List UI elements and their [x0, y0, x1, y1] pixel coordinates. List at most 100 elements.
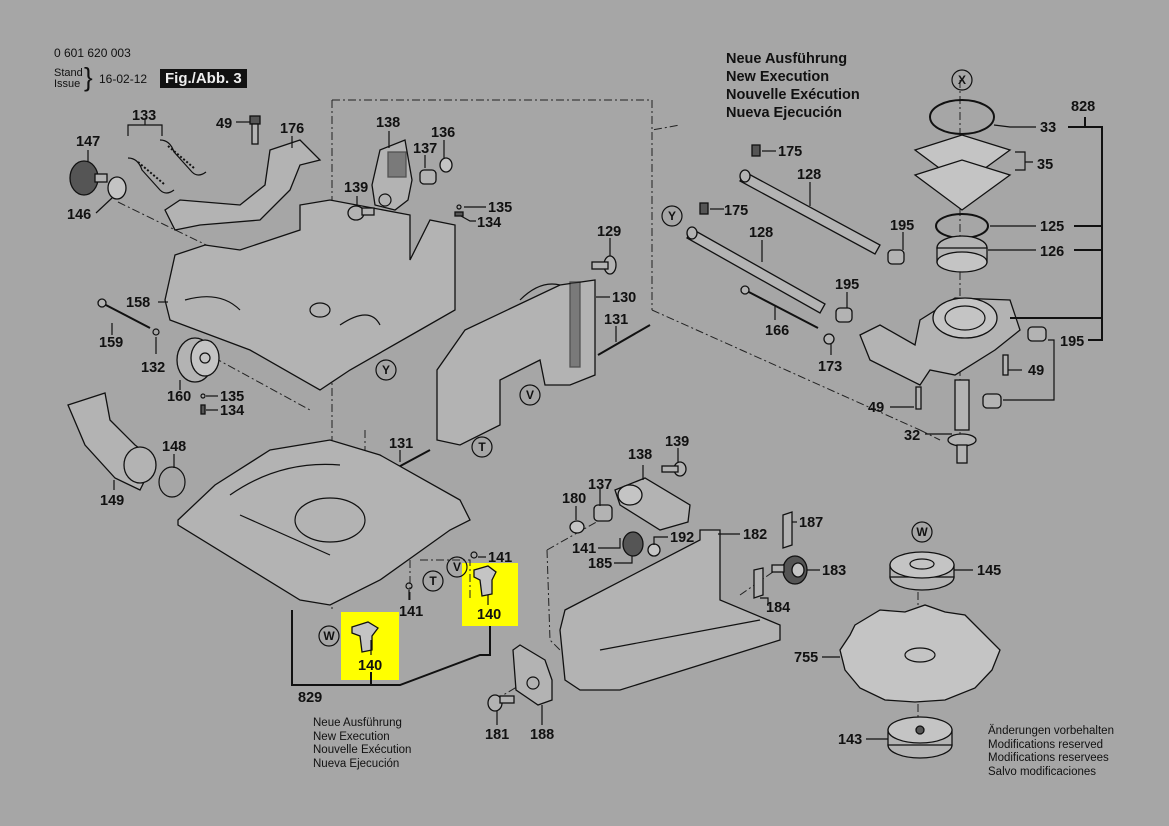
note-829-line-fr: Nouvelle Exécution — [313, 744, 412, 756]
part-180-washer — [569, 520, 585, 534]
note-829-line-es: Nueva Ejecución — [313, 757, 400, 770]
label-160: 160 — [167, 389, 191, 405]
label-138-lower: 138 — [628, 447, 652, 463]
part-145-flange — [889, 551, 955, 591]
label-139-lower: 139 — [665, 434, 689, 450]
part-139-screw-top — [347, 205, 375, 221]
label-147: 147 — [76, 134, 100, 150]
part-141-clip-b — [470, 551, 478, 559]
leader-lines — [87, 117, 1103, 740]
label-136: 136 — [431, 125, 455, 141]
part-133-springs — [127, 139, 207, 194]
part-147-knob — [69, 160, 108, 196]
label-137-top: 137 — [413, 141, 437, 157]
label-125: 125 — [1040, 219, 1064, 235]
label-132: 132 — [141, 360, 165, 376]
part-49-screw-c — [915, 386, 922, 410]
note-829-line-de: Neue Ausführung — [313, 717, 402, 729]
part-130-fence — [436, 279, 596, 446]
part-number-labels: 147 133 49 176 146 138 136 137 139 135 1… — [67, 99, 1095, 748]
label-133: 133 — [132, 108, 156, 124]
callout-y-left: Y — [375, 359, 397, 381]
new-execution-line-de: Neue Ausführung — [726, 51, 848, 67]
label-195-b: 195 — [835, 277, 859, 293]
callout-v-base: V — [446, 556, 468, 578]
part-134-spring-lower — [200, 404, 206, 415]
issue-date: 16-02-12 — [99, 72, 148, 86]
part-188-clamp — [512, 644, 553, 706]
label-185: 185 — [588, 556, 612, 572]
part-187-strip — [782, 511, 793, 549]
label-49-right: 49 — [1028, 363, 1044, 379]
label-135-top: 135 — [488, 200, 512, 216]
label-146: 146 — [67, 207, 91, 223]
label-159: 159 — [99, 335, 123, 351]
assembly-829-note: Neue Ausführung New Execution Nouvelle E… — [313, 717, 411, 771]
part-134-spring-upper — [454, 211, 464, 217]
label-187: 187 — [799, 515, 823, 531]
svg-text:V: V — [453, 560, 461, 574]
part-195-bushing-c — [1027, 326, 1047, 342]
label-35: 35 — [1037, 157, 1053, 173]
label-828: 828 — [1071, 99, 1095, 115]
part-49-screw-b — [1002, 354, 1009, 376]
part-140-right — [473, 565, 497, 597]
label-148: 148 — [162, 439, 186, 455]
label-175-upper: 175 — [778, 144, 802, 160]
label-128-upper: 128 — [797, 167, 821, 183]
label-134-top: 134 — [477, 215, 501, 231]
part-146-washer — [107, 176, 127, 200]
part-136-washer — [439, 157, 453, 173]
stand-label: Stand — [54, 67, 83, 79]
label-129: 129 — [597, 224, 621, 240]
part-176-bracket — [164, 139, 322, 231]
part-128-rod-upper — [739, 169, 881, 255]
label-195-a: 195 — [890, 218, 914, 234]
label-128-lower: 128 — [749, 225, 773, 241]
part-139-screw-lower — [661, 461, 687, 477]
callout-t-base: T — [422, 570, 444, 592]
label-32: 32 — [904, 428, 920, 444]
part-175-grub-screw-upper — [751, 144, 761, 157]
label-192: 192 — [670, 530, 694, 546]
part-173-nut — [823, 333, 835, 345]
brace-glyph: } — [84, 62, 93, 92]
callout-y-right: Y — [661, 205, 683, 227]
label-195-c: 195 — [1060, 334, 1084, 350]
part-126-bearing — [936, 235, 988, 273]
modifications-line-fr: Modifications reservees — [988, 752, 1109, 764]
part-184-label — [753, 567, 764, 599]
label-829: 829 — [298, 690, 322, 706]
label-183: 183 — [822, 563, 846, 579]
part-182-base-plate — [559, 529, 781, 691]
part-166-bolt — [740, 285, 819, 329]
label-141-c: 141 — [572, 541, 596, 557]
issue-label: Issue — [54, 78, 81, 90]
label-166: 166 — [765, 323, 789, 339]
document-number: 0 601 620 003 — [54, 46, 131, 60]
label-33: 33 — [1040, 120, 1056, 136]
svg-text:T: T — [478, 440, 486, 454]
label-149: 149 — [100, 493, 124, 509]
label-134-lower: 134 — [220, 403, 244, 419]
label-138-top: 138 — [376, 115, 400, 131]
label-184: 184 — [766, 600, 790, 616]
part-135-ball-upper — [456, 204, 462, 210]
part-195-bushing-a — [887, 249, 905, 265]
modifications-line-de: Änderungen vorbehalten — [988, 725, 1114, 737]
part-195-bushing-b — [835, 307, 853, 323]
modifications-line-en: Modifications reserved — [988, 738, 1104, 751]
label-755: 755 — [794, 650, 818, 666]
svg-text:Y: Y — [668, 209, 676, 223]
part-125-circlip — [935, 213, 989, 239]
part-131-pin-upper — [597, 324, 651, 356]
new-execution-line-en: New Execution — [726, 69, 830, 85]
label-139-top: 139 — [344, 180, 368, 196]
callout-t-fence: T — [471, 436, 493, 458]
note-829-line-en: New Execution — [313, 730, 390, 743]
label-176: 176 — [280, 121, 304, 137]
part-141-clip-a — [405, 582, 413, 590]
label-49-lower: 49 — [868, 400, 884, 416]
gear-housing — [859, 297, 1021, 386]
label-137-lower: 137 — [588, 477, 612, 493]
